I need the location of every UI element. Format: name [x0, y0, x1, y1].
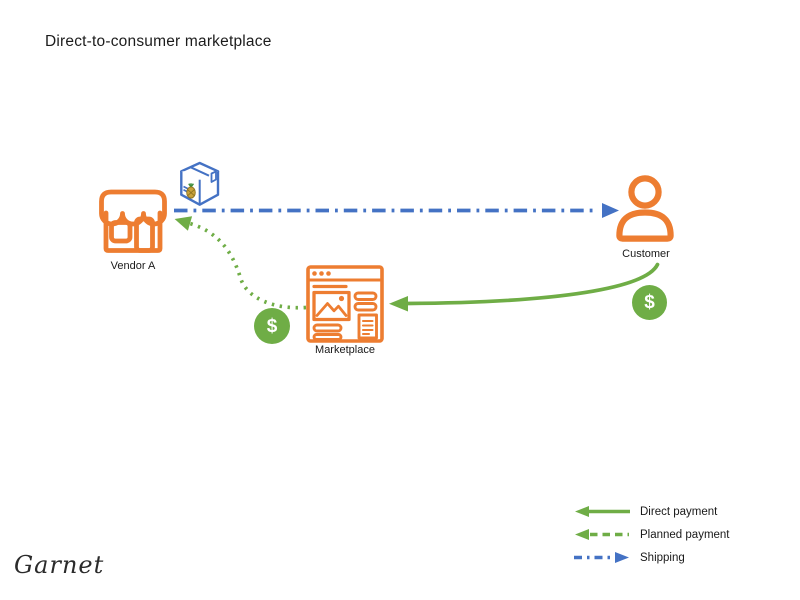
legend: Direct payment Planned payment Shipping	[573, 505, 730, 564]
marketplace-label: Marketplace	[315, 344, 375, 356]
shipping-arrow	[174, 203, 619, 218]
dollar-icon: $	[632, 285, 667, 320]
legend-label: Shipping	[640, 551, 685, 564]
dashed-arrow-left-icon	[575, 529, 629, 540]
legend-item-planned-payment: Planned payment	[573, 528, 730, 541]
dash-dot-arrow-right-icon	[574, 552, 629, 563]
solid-arrow-left-icon	[575, 506, 630, 517]
vendor-label: Vendor A	[110, 260, 156, 272]
page-title: Direct-to-consumer marketplace	[45, 33, 272, 50]
dollar-icon: $	[254, 308, 290, 344]
legend-item-direct-payment: Direct payment	[573, 505, 730, 518]
legend-item-shipping: Shipping	[573, 551, 730, 564]
direct-payment-arrow	[389, 262, 660, 312]
planned-payment-arrow	[174, 216, 307, 310]
signature: Garnet	[14, 551, 105, 579]
person-icon	[616, 175, 674, 242]
shipping-box-icon	[180, 161, 220, 206]
legend-label: Direct payment	[640, 505, 718, 518]
legend-label: Planned payment	[640, 528, 730, 541]
pineapple-graphic	[186, 183, 196, 199]
browser-window-icon	[306, 265, 384, 343]
storefront-icon	[99, 189, 167, 253]
customer-label: Customer	[622, 248, 670, 260]
